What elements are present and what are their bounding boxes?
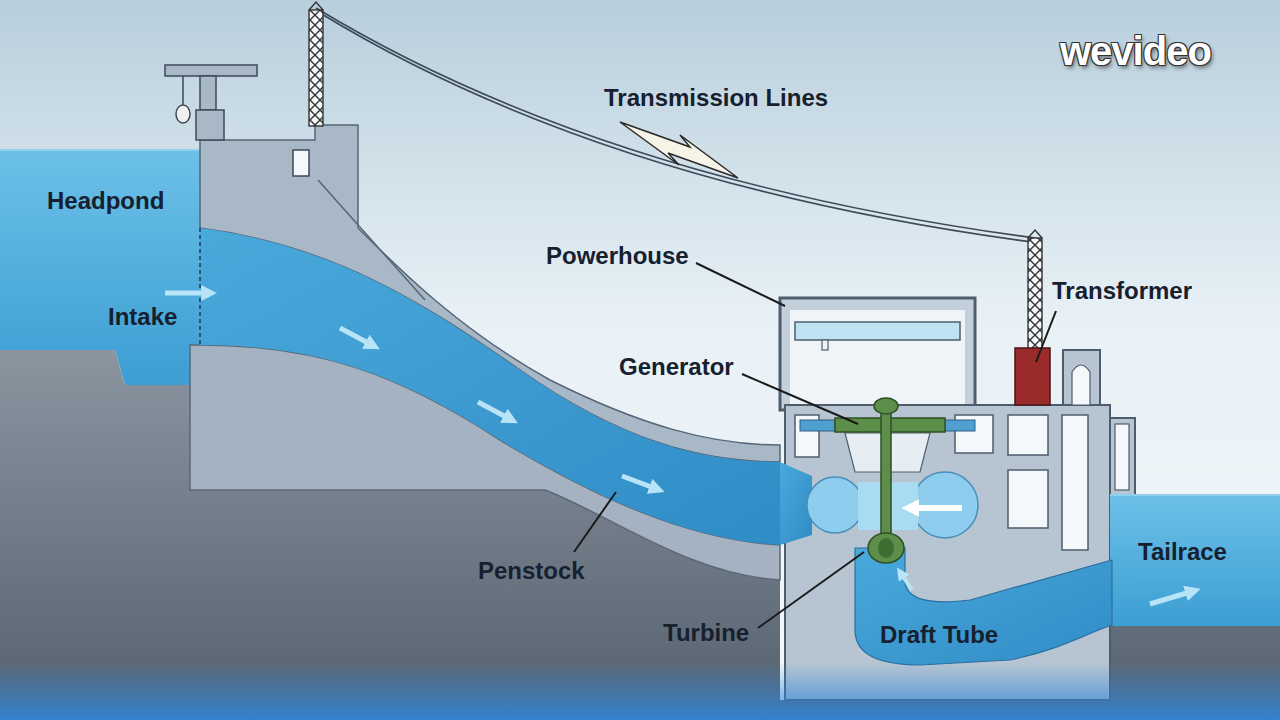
building-window: [1062, 415, 1088, 550]
part-label: Headpond: [47, 187, 164, 215]
roof-arch: [1072, 365, 1090, 405]
flow-arrow: [340, 328, 370, 344]
shaft-hub: [874, 398, 898, 414]
flow-arrow: [165, 291, 206, 296]
tower-back: [1028, 238, 1042, 350]
turbine-shaft: [881, 400, 891, 548]
gantry-post: [200, 76, 216, 110]
crane-hook: [822, 340, 828, 350]
part-label: Transmission Lines: [604, 84, 828, 112]
turbine-runner: [868, 533, 904, 563]
penstock-water: [200, 228, 780, 545]
transmission-cable: [316, 8, 1035, 238]
part-label: Generator: [619, 353, 734, 381]
leader-line: [1036, 311, 1056, 362]
roof-structure: [1063, 350, 1100, 405]
tailrace-water: [1110, 496, 1135, 626]
tower-back: [309, 10, 323, 126]
powerhouse-hall: [790, 310, 965, 405]
overhead-crane: [795, 322, 960, 340]
crane-cable: [182, 76, 184, 105]
generator-stator: [800, 420, 835, 431]
tailrace-wall: [1110, 418, 1135, 496]
water-surface: [1110, 494, 1280, 496]
lightning-bolt: [620, 122, 738, 178]
dam-window: [293, 150, 309, 176]
part-label: Turbine: [663, 619, 749, 647]
turbine-runner: [878, 538, 894, 558]
flow-arrow: [478, 402, 508, 418]
transmission-cable: [320, 13, 1039, 243]
bottom-glow: [0, 662, 1280, 720]
flow-arrow: [1150, 592, 1190, 604]
tower-tip: [1028, 230, 1042, 238]
water-surface: [0, 149, 200, 151]
part-label: Draft Tube: [880, 621, 998, 649]
scroll-case: [807, 477, 863, 533]
headpond-water: [0, 150, 200, 385]
building-window: [1008, 415, 1048, 455]
part-label: Transformer: [1052, 277, 1192, 305]
gantry-beam: [165, 65, 257, 76]
intake-screen: [199, 228, 201, 345]
part-label: Tailrace: [1138, 538, 1227, 566]
building-window: [1115, 424, 1129, 490]
leader-line: [758, 552, 864, 628]
part-label: Powerhouse: [546, 242, 689, 270]
powerhouse-roof-frame: [780, 298, 975, 410]
draft-tube-water: [855, 548, 1112, 665]
generator-stator: [945, 420, 975, 431]
transmission-tower: [309, 10, 323, 126]
tower-tip: [309, 2, 323, 10]
part-label: Intake: [108, 303, 177, 331]
leader-line: [574, 492, 616, 552]
tailrace-water: [1135, 495, 1280, 626]
scroll-case: [912, 472, 978, 538]
transformer: [1015, 348, 1050, 405]
flow-arrow: [914, 505, 962, 511]
watermark: wevideo: [1060, 28, 1211, 74]
leader-line: [696, 263, 785, 306]
flow-arrow: [902, 575, 912, 590]
building-window: [1008, 470, 1048, 528]
gantry-base: [196, 110, 224, 140]
crane-hook: [176, 105, 190, 123]
leader-line: [742, 374, 858, 424]
flow-arrow: [622, 476, 654, 488]
transmission-tower: [1028, 238, 1042, 350]
part-label: Penstock: [478, 557, 585, 585]
